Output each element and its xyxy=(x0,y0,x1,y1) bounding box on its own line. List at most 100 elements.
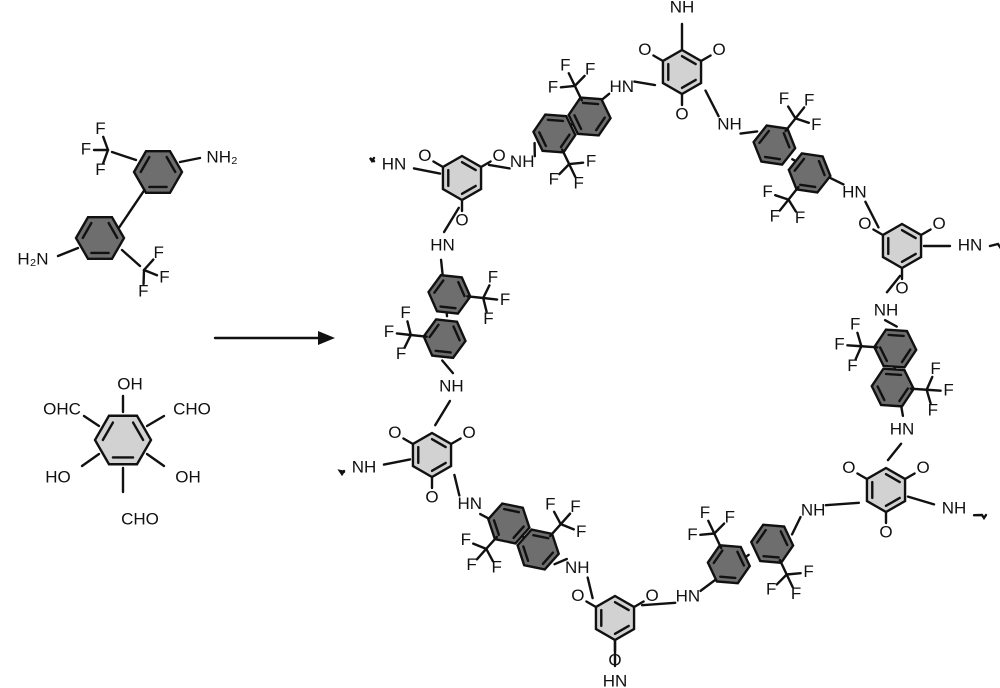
fluorine-label: F xyxy=(725,507,735,526)
wavy-bond-continuation xyxy=(974,515,986,518)
fluorine-label: F xyxy=(795,208,805,227)
c-cf3-bond xyxy=(786,118,796,131)
carbonyl-bond xyxy=(433,162,443,168)
c-cf3-bond xyxy=(780,560,787,574)
fluorine-label: F xyxy=(850,315,860,334)
c-f-bond xyxy=(473,544,486,549)
c-f-bond xyxy=(788,106,795,118)
fluorine-label: F xyxy=(400,303,410,322)
c-f-bond xyxy=(857,333,861,346)
c-c-bond xyxy=(147,416,164,426)
c-cf3-bond xyxy=(112,152,136,160)
c-n-bond xyxy=(180,158,200,162)
c-f-bond xyxy=(775,195,788,199)
aldehyde-label-left: OHC xyxy=(43,399,81,418)
reaction-arrow-head xyxy=(318,331,335,345)
hydroxyl-label-top: OH xyxy=(117,374,143,393)
c-f-bond xyxy=(407,321,410,335)
c-f-bond xyxy=(927,390,941,391)
exocyclic-vinyl-bond xyxy=(908,497,934,505)
fluorine-label: F xyxy=(700,503,710,522)
carbonyl-oxygen-label: O xyxy=(455,210,468,229)
fluorine-label: F xyxy=(585,60,595,79)
nh-label: NH xyxy=(439,377,464,396)
carbonyl-oxygen-label: O xyxy=(425,487,438,506)
carbonyl-oxygen-label: O xyxy=(388,423,401,442)
c-f-bond xyxy=(708,521,714,534)
aromatic-bond xyxy=(583,103,598,104)
terminal-amine-label: NH xyxy=(942,499,967,518)
n-aryl-bond xyxy=(741,131,758,133)
c-f-bond xyxy=(144,260,153,270)
c-cf3-bond xyxy=(467,296,483,298)
c-cf3-bond xyxy=(486,537,497,549)
carbonyl-oxygen-label: O xyxy=(571,586,584,605)
c-o-bond xyxy=(82,454,99,466)
nh-label: NH xyxy=(801,501,826,520)
c-cf3-bond xyxy=(122,250,140,266)
aromatic-bond xyxy=(889,335,904,336)
carbonyl-bond xyxy=(921,230,931,236)
fluorine-label: F xyxy=(95,119,105,138)
nh-label: NH xyxy=(874,300,899,319)
fluorine-label: F xyxy=(560,56,570,75)
c-f-bond xyxy=(700,533,714,534)
c-f-bond xyxy=(483,298,497,300)
c-cf3-bond xyxy=(911,389,927,390)
hydroxyl-label-left: HO xyxy=(45,467,71,486)
carbonyl-bond xyxy=(873,230,883,236)
wavy-bond-continuation xyxy=(990,244,1000,247)
vinyl-bond xyxy=(634,82,655,85)
c-f-bond xyxy=(561,524,574,529)
fluorine-label: F xyxy=(396,344,406,363)
carbonyl-bond xyxy=(857,474,867,480)
fluorine-label: F xyxy=(153,243,163,262)
c-cf3-bond xyxy=(861,346,877,347)
c-f-bond xyxy=(795,118,808,122)
c-f-bond xyxy=(483,285,489,298)
n-aryl-bond xyxy=(442,361,453,374)
hn-label: HN xyxy=(890,419,915,438)
c-cf3-bond xyxy=(789,187,799,200)
wavy-bond-continuation xyxy=(340,471,344,474)
c-f-bond xyxy=(103,137,108,150)
fluorine-label: F xyxy=(548,78,558,97)
carbonyl-oxygen-label: O xyxy=(895,278,908,297)
fluorine-label: F xyxy=(928,400,938,419)
fluorine-label: F xyxy=(930,359,940,378)
terminal-amine-label: HN xyxy=(382,155,407,174)
aromatic-bond xyxy=(764,556,779,557)
hn-label: HN xyxy=(457,494,482,513)
vinyl-bond xyxy=(588,578,593,598)
fluorine-label: F xyxy=(576,522,586,541)
fluorine-label: F xyxy=(766,580,776,599)
c-cf3-bond xyxy=(411,335,427,337)
fluorine-label: F xyxy=(545,494,555,513)
fluorine-label: F xyxy=(81,139,91,158)
c-cf3-bond xyxy=(714,533,721,547)
carbonyl-bond xyxy=(451,439,461,445)
c-c-bond xyxy=(84,416,99,426)
fluorine-label: F xyxy=(500,290,510,309)
exocyclic-vinyl-bond xyxy=(414,168,440,173)
carbonyl-bond xyxy=(701,56,711,62)
c-f-bond xyxy=(847,345,861,346)
carbonyl-oxygen-label: O xyxy=(842,458,855,477)
c-f-bond xyxy=(554,512,561,524)
fluorine-label: F xyxy=(811,115,821,134)
vinyl-bond xyxy=(826,503,859,505)
fluorine-label: F xyxy=(803,562,813,581)
amine-label-h2n: H₂N xyxy=(17,249,48,268)
c-f-bond xyxy=(795,107,804,118)
fluorine-label: F xyxy=(138,281,148,300)
hn-label: HN xyxy=(430,235,455,254)
nh-label: NH xyxy=(717,114,742,133)
amine-label-nh2: NH₂ xyxy=(206,147,237,166)
c-f-bond xyxy=(561,514,570,524)
fluorine-label: F xyxy=(461,530,471,549)
c-f-bond xyxy=(777,575,787,585)
aromatic-bond xyxy=(548,120,563,121)
vinyl-bond xyxy=(435,401,450,425)
